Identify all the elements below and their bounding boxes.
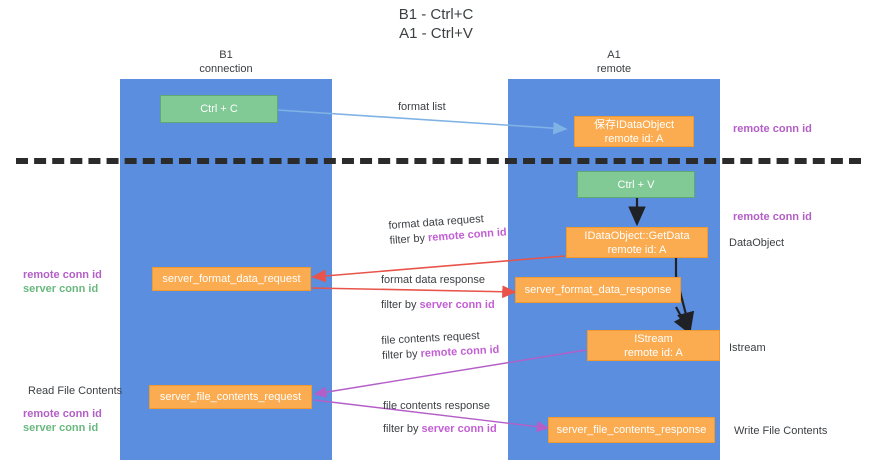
node-ctrl-v[interactable]: Ctrl + V	[577, 171, 695, 198]
edge-label-file-contents-response-line2: filter by server conn id	[383, 422, 497, 437]
edge-label-file-contents-response-prefix: filter by	[383, 423, 422, 435]
side-label-dataobject: DataObject	[729, 237, 785, 249]
node-ctrl-c[interactable]: Ctrl + C	[160, 95, 278, 123]
side-label-istream: Istream	[729, 342, 766, 354]
node-idataobject[interactable]: 保存IDataObject remote id: A	[574, 116, 694, 147]
node-server-format-data-response-label: server_format_data_response	[524, 284, 672, 296]
edge-label-format-list-text: format list	[398, 101, 446, 113]
edge-label-file-contents-response-highlight: server conn id	[421, 423, 497, 435]
edge-label-file-contents-request: file contents request filter by remote c…	[381, 328, 500, 364]
node-server-file-contents-response[interactable]: server_file_contents_response	[548, 417, 715, 443]
edge-label-file-contents-request-highlight: remote conn id	[420, 343, 500, 360]
node-idataobject-getdata[interactable]: IDataObject::GetData remote id: A	[566, 227, 708, 258]
node-istream[interactable]: IStream remote id: A	[587, 330, 720, 361]
node-istream-label: IStream	[634, 332, 673, 345]
edge-label-format-list: format list	[398, 100, 446, 115]
edge-label-format-data-request-prefix: filter by	[389, 232, 429, 247]
edge-label-file-contents-response-line1: file contents response	[383, 400, 491, 412]
node-ctrl-v-label: Ctrl + V	[617, 178, 655, 191]
side-label-remote-conn-id-mid: remote conn id	[733, 211, 812, 223]
side-label-remote-conn-id-top: remote conn id	[733, 123, 812, 135]
node-istream-sublabel: remote id: A	[624, 346, 683, 359]
edge-label-format-data-response-line2: filter by server conn id	[381, 298, 495, 313]
node-getdata-label: IDataObject::GetData	[584, 229, 690, 242]
edge-label-format-data-response-highlight: server conn id	[419, 299, 495, 311]
edge-label-format-data-response: format data response filter by server co…	[381, 273, 495, 313]
side-label-read-file-contents: Read File Contents	[28, 385, 123, 397]
column-header-b1-role: connection	[199, 63, 253, 75]
column-header-a1-name: A1	[607, 49, 621, 61]
edge-label-format-data-request: format data request filter by remote con…	[388, 210, 507, 249]
edge-label-file-contents-response: file contents response filter by server …	[383, 399, 497, 437]
column-header-b1-name: B1	[219, 49, 233, 61]
edge-label-file-contents-request-prefix: filter by	[381, 347, 421, 362]
edge-label-format-data-response-prefix: filter by	[381, 299, 420, 311]
node-server-file-contents-request[interactable]: server_file_contents_request	[149, 385, 312, 409]
side-label-write-file-contents: Write File Contents	[734, 425, 828, 437]
side-label-left-remote-conn-id-2: remote conn id	[23, 408, 102, 420]
side-label-left-server-conn-id-2: server conn id	[23, 422, 99, 434]
node-ctrl-c-label: Ctrl + C	[200, 103, 238, 115]
side-label-left-server-conn-id: server conn id	[23, 283, 99, 295]
node-idataobject-sublabel: remote id: A	[604, 132, 664, 145]
node-idataobject-label: 保存IDataObject	[593, 118, 675, 131]
phase-separator	[16, 158, 861, 164]
edge-label-format-data-response-line1: format data response	[381, 274, 485, 286]
node-server-file-contents-request-label: server_file_contents_request	[159, 391, 302, 403]
side-label-left-remote-conn-id: remote conn id	[23, 269, 102, 281]
node-server-format-data-request-label: server_format_data_request	[162, 273, 301, 285]
node-server-file-contents-response-label: server_file_contents_response	[556, 424, 707, 436]
column-header-a1-role: remote	[596, 63, 632, 75]
page-title-line1: B1 - Ctrl+C	[398, 6, 474, 23]
node-server-format-data-response[interactable]: server_format_data_response	[515, 277, 681, 303]
node-server-format-data-request[interactable]: server_format_data_request	[152, 267, 311, 291]
node-getdata-sublabel: remote id: A	[607, 243, 667, 256]
page-title-line2: A1 - Ctrl+V	[399, 25, 473, 42]
